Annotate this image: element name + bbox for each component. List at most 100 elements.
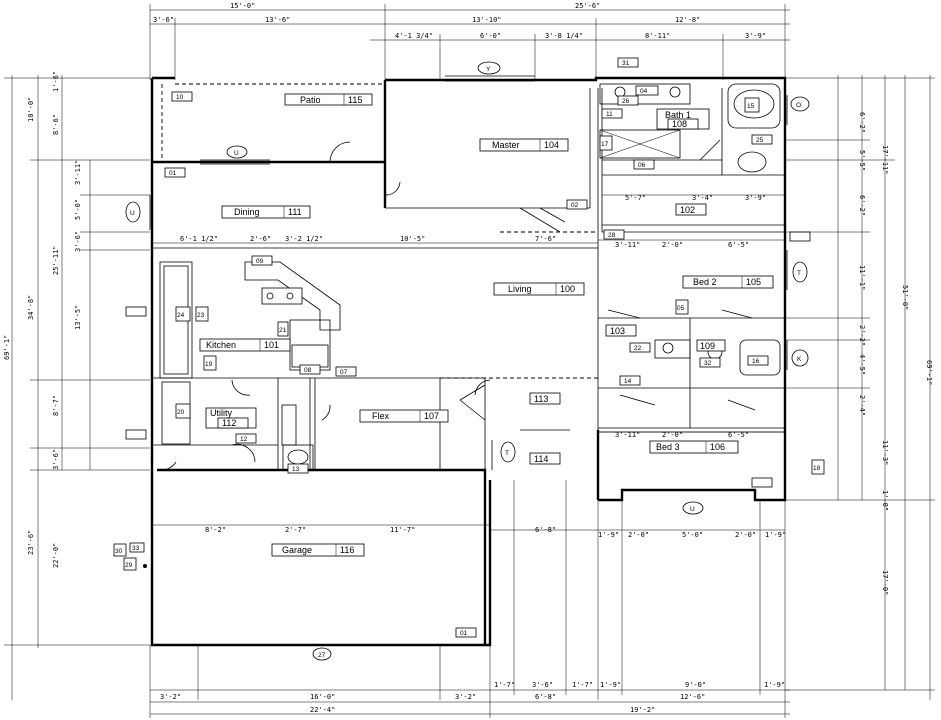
dim-top-10: 8'-11" <box>645 32 670 40</box>
svg-text:33: 33 <box>132 545 140 552</box>
svg-text:2'-6": 2'-6" <box>250 235 271 243</box>
window-tag-o <box>790 96 810 112</box>
svg-text:3'-11": 3'-11" <box>615 241 640 249</box>
svg-text:22: 22 <box>634 345 642 352</box>
tag-29: 29 <box>123 557 137 571</box>
svg-text:6'-5": 6'-5" <box>728 431 749 439</box>
tag-13: 13 <box>287 463 309 474</box>
room-utility-name: Utility <box>210 408 232 418</box>
dim-right-2: 5'-5" <box>858 150 866 171</box>
dim-bottom-2: 16'-0" <box>310 693 335 701</box>
room-113-number: 113 <box>534 394 548 404</box>
window-tag-y <box>477 61 501 75</box>
tag-07a: 07 <box>335 366 357 377</box>
svg-text:25: 25 <box>756 137 764 144</box>
tag-12: 12 <box>235 433 257 444</box>
dim-top-11: 3'-9" <box>745 32 766 40</box>
window-tag-k-label: K <box>797 356 802 363</box>
window-tag-k <box>791 349 809 367</box>
svg-text:08: 08 <box>304 367 312 374</box>
svg-text:05: 05 <box>677 305 685 312</box>
dim-left-9: 25'-11" <box>52 245 60 275</box>
tag-14: 14 <box>619 375 641 386</box>
room-master: Master 104 <box>479 138 569 152</box>
svg-text:3'-11": 3'-11" <box>615 431 640 439</box>
tag-33: 33 <box>129 542 145 553</box>
room-patio: Patio 115 <box>284 93 373 106</box>
svg-text:09: 09 <box>256 258 264 265</box>
right-dimension-lines: 6'-2" 5'-5" 6'-2" 11'-1" 4'-5" 11'-3" 17… <box>785 75 935 700</box>
tag-06: 06 <box>633 159 655 170</box>
dim-left-8: 22'-0" <box>52 543 60 568</box>
tag-22: 22 <box>629 342 651 353</box>
svg-text:30: 30 <box>115 548 123 555</box>
svg-text:15: 15 <box>747 103 755 110</box>
dim-right-4: 11'-1" <box>858 265 866 290</box>
room-109: 109 <box>696 339 726 352</box>
svg-text:06: 06 <box>638 162 646 169</box>
svg-text:04: 04 <box>640 88 648 95</box>
tag-09: 09 <box>251 255 273 266</box>
dim-bottom-9: 1'-9" <box>600 681 621 689</box>
svg-text:10'-5": 10'-5" <box>400 235 425 243</box>
svg-text:19: 19 <box>205 361 213 368</box>
svg-text:24: 24 <box>177 312 185 319</box>
svg-text:20: 20 <box>177 409 185 416</box>
svg-text:2'-0": 2'-0" <box>662 241 683 249</box>
dim-right-1: 6'-2" <box>858 112 866 133</box>
window-tag-u1-label: U <box>234 150 239 157</box>
room-garage: Garage 116 <box>271 543 365 557</box>
room-living-name: Living <box>508 284 532 294</box>
svg-text:6'-5": 6'-5" <box>728 241 749 249</box>
tag-01a: 01 <box>164 167 186 178</box>
tag-01b: 01 <box>455 627 477 638</box>
dim-top-6: 12'-8" <box>675 16 700 24</box>
svg-text:18: 18 <box>813 465 821 472</box>
room-master-number: 104 <box>544 140 559 150</box>
svg-text:07: 07 <box>340 369 348 376</box>
tag-16: 16 <box>747 355 769 366</box>
room-dining: Dining 111 <box>221 205 311 219</box>
room-living: Living 100 <box>493 282 585 296</box>
svg-text:12: 12 <box>240 436 248 443</box>
room-living-number: 100 <box>560 284 575 294</box>
svg-text:2'-7": 2'-7" <box>285 526 306 534</box>
svg-text:23: 23 <box>197 312 205 319</box>
svg-text:6'-1 1/2": 6'-1 1/2" <box>180 235 218 243</box>
top-dimension-lines: 15'-0" 25'-6" 3'-6" 13'-6" 13'-10" 12'-8… <box>149 2 790 80</box>
item-tags: 10 01 02 28 09 21 08 07 12 13 31 11 06 1… <box>113 57 825 661</box>
dim-bottom-5: 12'-6" <box>680 693 705 701</box>
svg-text:21: 21 <box>279 327 287 334</box>
svg-text:32: 32 <box>704 360 712 367</box>
door-swings <box>157 139 756 471</box>
circle-tags: Y U U U T T O K <box>125 61 810 515</box>
bath-fixtures <box>599 83 781 376</box>
room-garage-name: Garage <box>282 545 312 555</box>
dim-right-12: 1'-0" <box>881 490 889 511</box>
dim-right-13: 2'-2" <box>858 325 866 346</box>
room-109-number: 109 <box>700 341 715 351</box>
dim-right-10: 69'-1" <box>925 360 933 385</box>
window-tag-o-label: O <box>796 102 801 109</box>
tag-20: 20 <box>175 403 191 419</box>
svg-text:31: 31 <box>622 60 630 67</box>
dim-bottom-10: 9'-0" <box>685 681 706 689</box>
dim-right-11: 2'-4" <box>858 395 866 416</box>
left-dimension-lines: 10'-0" 3'-11" 5'-0" 3'-6" 13'-5" 8'-7" 3… <box>3 71 150 700</box>
room-bath-1-name: Bath 1 <box>665 110 691 120</box>
tag-23: 23 <box>195 306 209 322</box>
dim-top-4: 13'-6" <box>265 16 290 24</box>
svg-text:5'-7": 5'-7" <box>625 194 646 202</box>
dim-left-10: 34'-8" <box>27 295 35 320</box>
room-master-name: Master <box>492 140 520 150</box>
bottom-dimension-lines: 3'-2" 16'-0" 3'-2" 6'-8" 12'-6" 1'-7" 3'… <box>149 480 790 718</box>
room-dining-number: 111 <box>288 207 302 217</box>
tag-31: 31 <box>617 57 639 68</box>
room-patio-number: 115 <box>348 95 362 105</box>
dim-top-1: 15'-0" <box>230 2 255 10</box>
dim-bottom-7: 3'-6" <box>532 681 553 689</box>
room-bath-1-number: 108 <box>672 119 687 129</box>
dim-top-8: 6'-0" <box>480 32 501 40</box>
svg-text:01: 01 <box>169 170 177 177</box>
